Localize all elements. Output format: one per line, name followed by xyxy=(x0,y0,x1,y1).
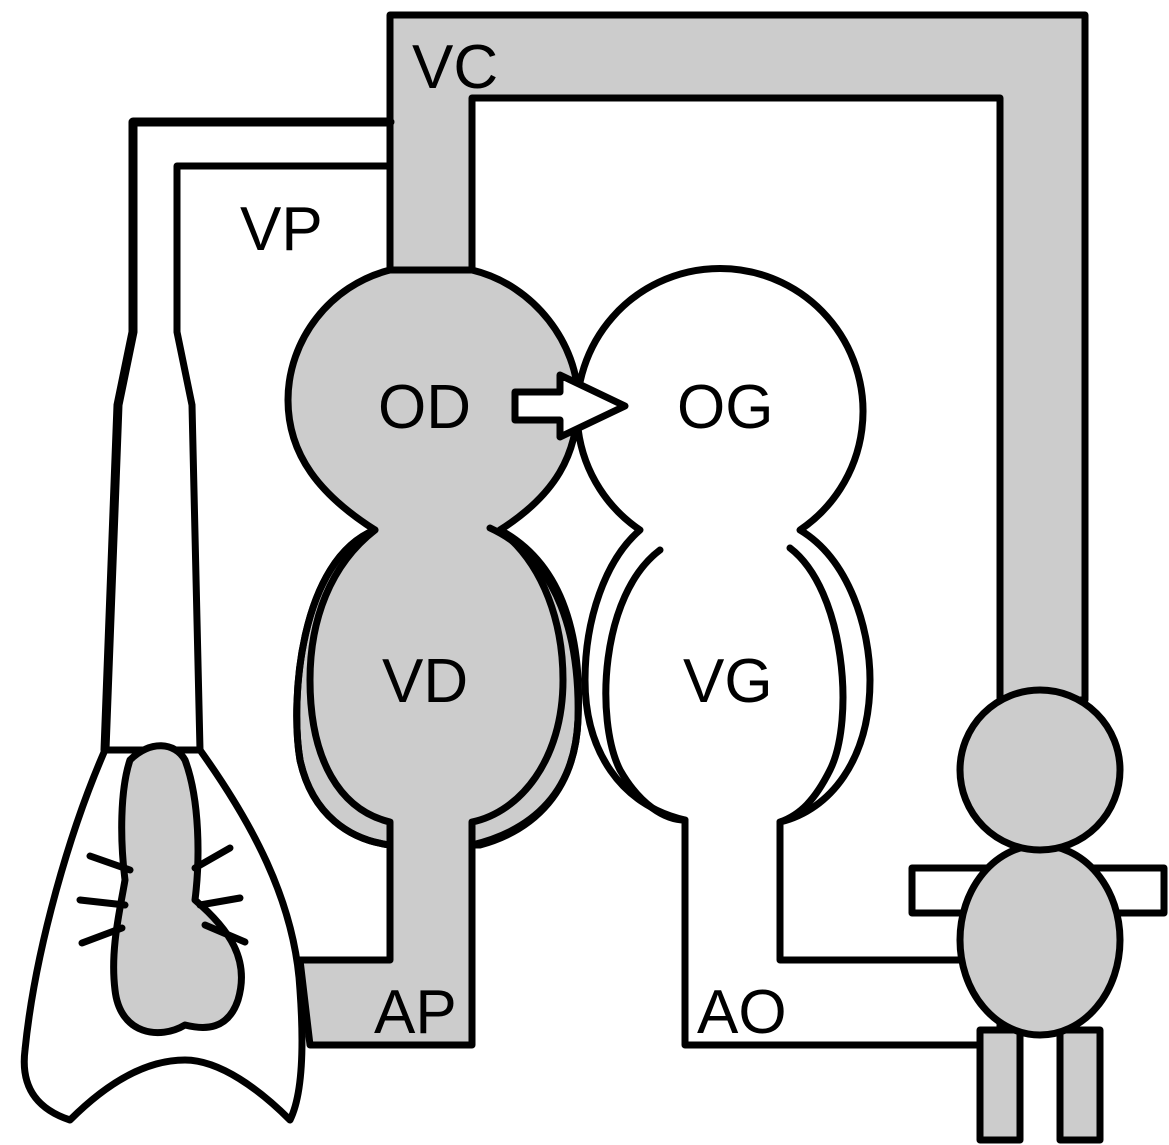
right-ventricle-wall xyxy=(293,526,394,849)
label-vd: VD xyxy=(382,647,468,716)
atrial-shunt-arrow xyxy=(511,371,629,441)
label-ao: AO xyxy=(697,978,787,1047)
right-heart-chambers xyxy=(284,266,582,1049)
body-figure xyxy=(908,686,1168,1144)
body-torso xyxy=(956,841,1124,1039)
bronchus-left-1 xyxy=(86,852,134,874)
left-ventricle-wall-left xyxy=(602,546,689,824)
right-heart xyxy=(284,266,582,1049)
label-vp: VP xyxy=(240,195,323,264)
lungs xyxy=(20,742,306,1124)
left-ventricle-wall-right xyxy=(776,544,847,826)
bronchus-right-2 xyxy=(196,894,244,909)
labels: VC VP OD OG VD VG AP AO xyxy=(240,33,787,1047)
body-right-leg xyxy=(1056,1026,1104,1144)
pulmonary-vein xyxy=(100,117,395,755)
bronchus-right-1 xyxy=(191,844,234,872)
label-vc: VC xyxy=(412,33,498,102)
pulmonary-vein-outer xyxy=(100,117,395,755)
body-left-leg xyxy=(976,1026,1024,1144)
left-heart-chambers xyxy=(573,264,1004,1049)
right-ventricle-wall-right xyxy=(468,524,582,849)
label-og: OG xyxy=(677,373,773,442)
label-vg: VG xyxy=(683,647,773,716)
body-head xyxy=(956,686,1124,854)
lungs-airway xyxy=(110,742,245,1036)
bronchus-left-3 xyxy=(78,924,126,947)
label-od: OD xyxy=(378,373,471,442)
bronchus-right-3 xyxy=(201,921,249,946)
pulmonary-vein-inner xyxy=(173,162,394,754)
bronchus-left-2 xyxy=(76,896,129,909)
label-ap: AP xyxy=(374,978,457,1047)
left-heart xyxy=(573,264,1004,1049)
